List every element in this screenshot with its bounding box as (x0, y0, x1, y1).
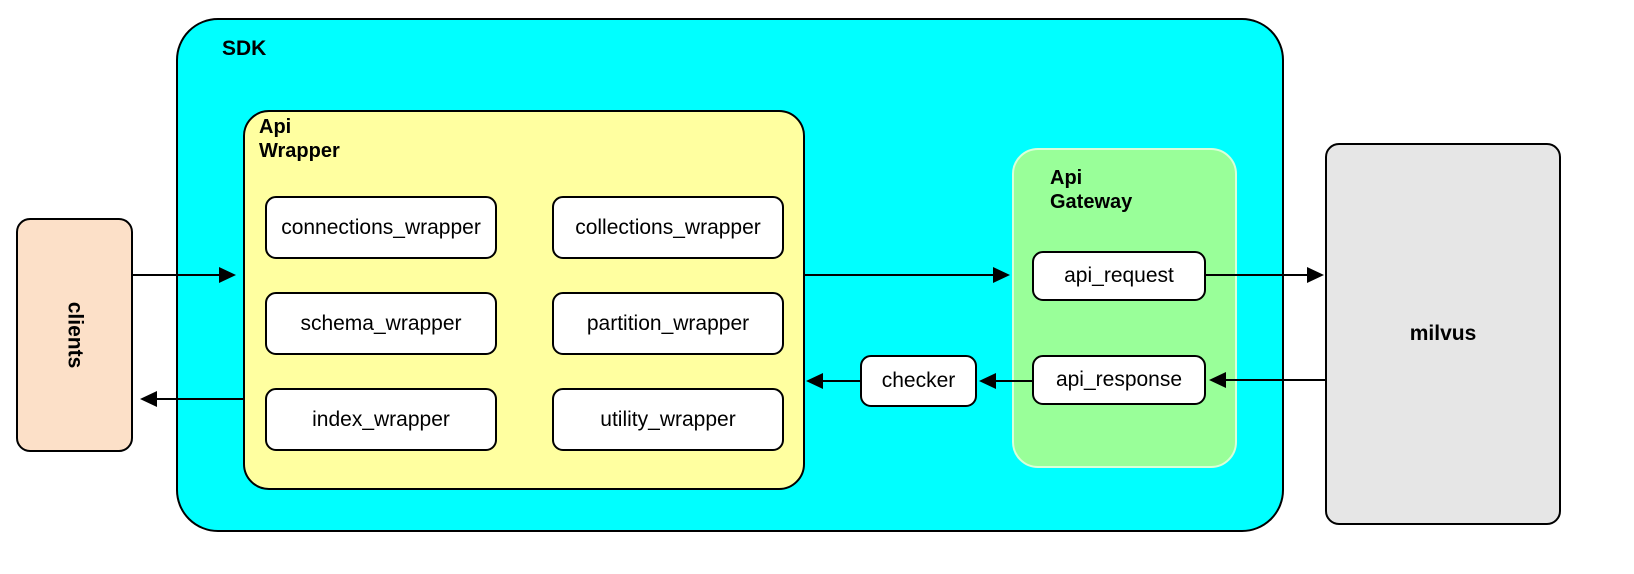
connector-request-to-milvus-line (1206, 274, 1309, 276)
api-gateway-label: Api Gateway (1050, 167, 1133, 213)
node-partition-wrapper[interactable]: partition_wrapper (552, 292, 784, 355)
node-checker[interactable]: checker (860, 355, 977, 407)
connector-milvus-to-response-arrowhead (1209, 372, 1226, 388)
node-collections-wrapper[interactable]: collections_wrapper (552, 196, 784, 259)
node-index-wrapper[interactable]: index_wrapper (265, 388, 497, 451)
connector-sdk-to-clients-arrowhead (140, 391, 157, 407)
connector-sdk-to-clients-line (155, 398, 245, 400)
node-utility-wrapper[interactable]: utility_wrapper (552, 388, 784, 451)
node-api-request[interactable]: api_request (1032, 251, 1206, 301)
api-wrapper-label: Api Wrapper (259, 116, 340, 162)
node-api-response[interactable]: api_response (1032, 355, 1206, 405)
connector-request-to-milvus-arrowhead (1307, 267, 1324, 283)
connector-response-to-checker-line (994, 380, 1032, 382)
api-gateway-container[interactable] (1012, 148, 1237, 468)
connector-milvus-to-response-line (1224, 379, 1325, 381)
node-connections-wrapper[interactable]: connections_wrapper (265, 196, 497, 259)
connector-checker-to-wrapper-arrowhead (806, 373, 823, 389)
connector-checker-to-wrapper-line (822, 380, 860, 382)
connector-clients-to-sdk-line (133, 274, 233, 276)
connector-wrapper-to-gateway-arrowhead (993, 267, 1010, 283)
connector-response-to-checker-arrowhead (979, 373, 996, 389)
clients-label: clients (63, 301, 87, 369)
milvus-node[interactable]: milvus (1325, 143, 1561, 525)
connector-wrapper-to-gateway-line (803, 274, 995, 276)
node-schema-wrapper[interactable]: schema_wrapper (265, 292, 497, 355)
clients-node[interactable]: clients (16, 218, 133, 452)
sdk-label: SDK (222, 37, 267, 60)
connector-clients-to-sdk-arrowhead (219, 267, 236, 283)
